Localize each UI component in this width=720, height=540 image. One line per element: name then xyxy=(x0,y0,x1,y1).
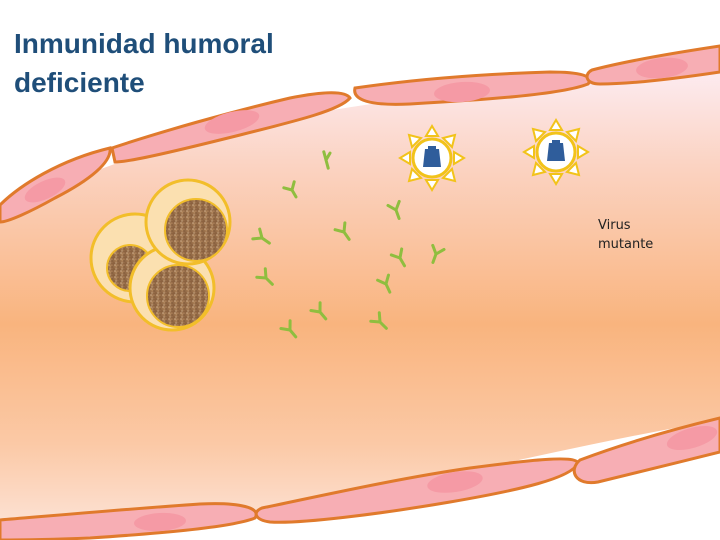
antibody-icon xyxy=(251,150,446,339)
antibody xyxy=(282,180,298,199)
slide-title-line-2: deficiente xyxy=(14,67,145,98)
virus-particle xyxy=(522,118,590,186)
antibody xyxy=(376,273,392,294)
antibody xyxy=(386,199,401,220)
slide-title: Inmunidad humoral deficiente xyxy=(14,24,344,102)
virus-label: Virus mutante xyxy=(598,216,688,254)
mutant-virus-icon xyxy=(398,118,590,192)
wall-nuclei-bottom xyxy=(134,426,718,532)
antibody xyxy=(431,243,446,264)
virus-label-line-2: mutante xyxy=(598,237,654,252)
antibody xyxy=(309,301,328,321)
antibody xyxy=(369,311,388,330)
slide-title-line-1: Inmunidad humoral xyxy=(14,28,274,59)
antibody xyxy=(333,221,351,241)
antibody xyxy=(251,227,271,245)
plasma-cell xyxy=(144,178,232,266)
plasma-cell-icon xyxy=(89,178,232,332)
wall-nuclei-top xyxy=(24,57,688,203)
virus-particle xyxy=(398,124,466,192)
antibody xyxy=(389,247,406,268)
antibody xyxy=(322,150,332,170)
plasma-cell xyxy=(128,244,216,332)
antibody xyxy=(279,319,298,339)
antibody xyxy=(255,267,274,286)
virus-label-line-1: Virus xyxy=(598,218,631,233)
